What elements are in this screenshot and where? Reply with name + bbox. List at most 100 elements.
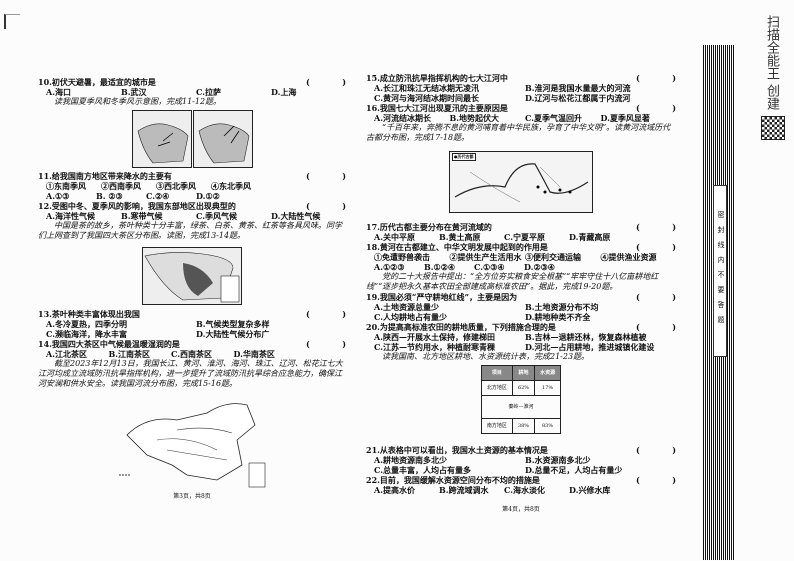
question-20: 20.为提高高标准农田的耕地质量，下列措施合理的是 () — [366, 322, 676, 332]
option: D.华南茶区 — [233, 349, 275, 359]
option: D.夏季风显著 — [600, 113, 650, 123]
question-13: 13.茶叶种类丰富体现出我国() — [38, 309, 346, 319]
option: D.兴修水库 — [569, 485, 611, 495]
option: D.上海 — [271, 87, 297, 97]
option: D.青藏高原 — [569, 232, 611, 242]
answer-blank: () — [636, 475, 676, 485]
question-stem: 14.我国四大茶区中气候最温暖湿润的是 — [38, 339, 180, 349]
question-15: 15.成立防汛抗旱指挥机构的七大江河中 () — [366, 73, 676, 83]
answer-blank: () — [636, 242, 676, 252]
option: B.①②④ — [424, 262, 456, 272]
option: D.耕地种类不齐全 — [525, 312, 591, 322]
items: ①东南季风 ②西南季风 ③西北季风 ④东北季风 — [38, 181, 266, 191]
question-19: 19.我国必须“严守耕地红线”，主要是因为() — [366, 292, 676, 302]
passage: 截至2023年12月13日，我国长江、黄河、淮河、海河、珠江、辽河、松花江七大江… — [38, 359, 343, 388]
option: C.宁夏平原 — [504, 232, 546, 242]
option: C.濒临海洋，降水丰富 — [46, 329, 128, 339]
intro-text: 读我国南、北方地区耕地、水资源统计表，完成21-23题。 — [382, 352, 590, 361]
answer-blank: () — [306, 201, 346, 211]
question-stem: 17.历代古都主要分布在黄河流域的 — [366, 222, 492, 232]
summer-monsoon-map — [131, 110, 192, 168]
option: C.总量丰富，人均占有量多 — [374, 465, 472, 475]
question-12: 12.受图中冬、夏季风的影响，我国东部地区出现典型的 () — [38, 201, 346, 211]
item: ④提供渔业资源 — [600, 252, 657, 262]
item: ③便利交通运输 — [525, 252, 581, 262]
option: B.跨流域调水 — [439, 485, 489, 495]
item: ②西南季风 — [101, 181, 141, 191]
winter-monsoon-map — [192, 110, 253, 168]
question-stem: 13.茶叶种类丰富体现出我国 — [38, 309, 140, 319]
answer-blank: () — [636, 103, 676, 113]
scanner-watermark: 扫描全能王 创建 — [764, 15, 779, 111]
question-21: 21.从表格中可以看出，我国水土资源的基本情况是 () — [366, 445, 676, 455]
option: B.江南茶区 — [108, 349, 151, 359]
option: D.辽河与松花江都属于内流河 — [525, 93, 631, 103]
option: B.淮河是我国水量最大的河流 — [525, 83, 631, 93]
question-stem: 18.黄河在古都建立、中华文明发展中起到的作用是 — [366, 242, 548, 252]
question-16: 16.我国七大江河出现夏汛的主要原因是() — [366, 103, 676, 113]
passage: “千百年来，奔腾不息的黄河哺育着中华民族，孕育了中华文明”。读黄河流域历代古都分… — [366, 123, 671, 142]
cell: 62% — [511, 380, 536, 396]
item: ①东南季风 — [46, 181, 86, 191]
option: B.黄土高原 — [439, 232, 481, 242]
page-number: 第3页，共8页 — [173, 493, 211, 500]
option: C.海水淡化 — [504, 485, 546, 495]
passage: 党的二十大报告中提出：“全方位夯实粮食安全根基”“牢牢守住十八亿亩耕地红线”“逐… — [366, 272, 659, 291]
table-row: 秦岭—淮河 — [480, 395, 562, 419]
question-stem: 12.受图中冬、夏季风的影响，我国东部地区出现典型的 — [38, 201, 236, 211]
question-10: 10.初伏天避暑，最适宜的城市是() — [38, 77, 346, 87]
option: B.水资源南多北少 — [525, 455, 591, 465]
question-stem: 20.为提高高标准农田的耕地质量，下列措施合理的是 — [366, 322, 556, 332]
item: ③西北季风 — [156, 181, 196, 191]
options: A.冬冷夏热，四季分明 B.气候类型复杂多样 C.濒临海洋，降水丰富 D.大陆性气候分… — [38, 319, 346, 339]
answer-blank: () — [636, 322, 676, 332]
item: ④东北季风 — [211, 181, 251, 191]
question-stem: 15.成立防汛抗旱指挥机构的七大江河中 — [366, 73, 508, 83]
option: B.气候类型复杂多样 — [196, 319, 270, 329]
option: C.黄河与海河结冰期时间最长 — [374, 93, 480, 103]
divider-cell: 秦岭—淮河 — [480, 395, 562, 419]
answer-blank: () — [636, 73, 676, 83]
option: B.寒带气候 — [121, 211, 163, 221]
table-header: 项目 — [480, 365, 513, 381]
option: A.陕西—开展水土保持，修建梯田 — [374, 332, 495, 342]
answer-blank: () — [306, 77, 346, 87]
option: A.关中平原 — [374, 232, 415, 242]
options: A.关中平原 B.黄土高原 C.宁夏平原 D.青藏高原 — [366, 232, 634, 242]
option: A.冬冷夏热，四季分明 — [46, 319, 127, 329]
seal-line-label: 密封线内不要答题 — [713, 185, 727, 357]
answer-blank: () — [636, 445, 676, 455]
item: ①免遭野兽袭击 — [374, 252, 430, 262]
option: D.河北—占用耕地，推进城镇化建设 — [525, 342, 655, 352]
question-18: 18.黄河在古都建立、中华文明发展中起到的作用是 () — [366, 242, 676, 252]
option: A.江北茶区 — [46, 349, 87, 359]
option: D.大陆性气候分布广 — [196, 329, 270, 339]
option: B.土地资源分布不均 — [525, 302, 599, 312]
river-map — [117, 395, 267, 490]
option: A.耕地资源南多北少 — [374, 455, 447, 465]
option: B.吉林—退耕还林，恢复森林植被 — [525, 332, 647, 342]
cell: 83% — [534, 418, 562, 434]
passage: 中国是茶的故乡，茶叶种类十分丰富，绿茶、白茶、黄茶、红茶等各具风味。同学们上网查… — [38, 221, 342, 240]
option: A.海口 — [46, 87, 71, 97]
option: A.①③ — [46, 191, 70, 201]
option: C.拉萨 — [196, 87, 222, 97]
row-label: 北方地区 — [480, 380, 513, 396]
question-14: 14.我国四大茶区中气候最温暖湿润的是() — [38, 339, 346, 349]
question-stem: 21.从表格中可以看出，我国水土资源的基本情况是 — [366, 445, 548, 455]
